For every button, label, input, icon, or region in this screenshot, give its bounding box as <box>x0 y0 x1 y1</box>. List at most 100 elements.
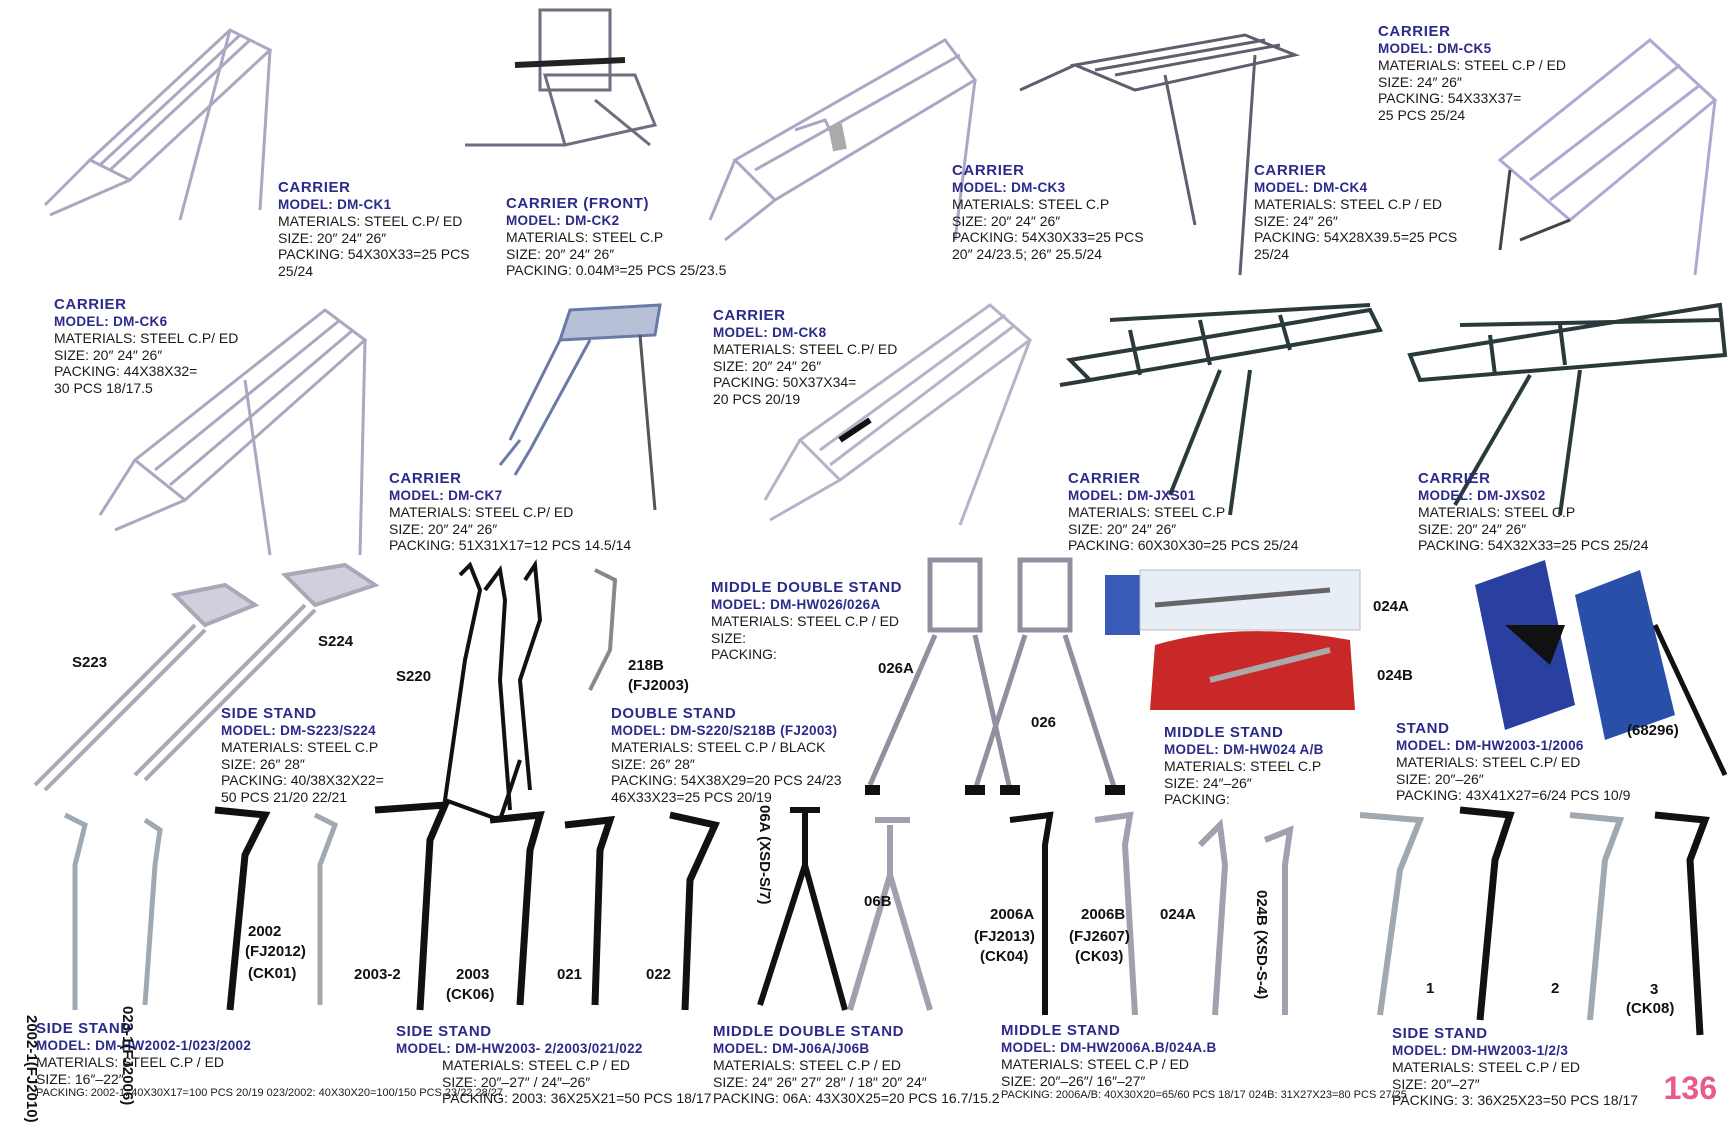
spec-line: MATERIALS: STEEL C.P / ED <box>1378 57 1567 73</box>
side-stand-hw2002-image <box>45 805 375 1020</box>
spec-line: 50 PCS 21/20 22/21 <box>221 788 348 805</box>
product-hw2003-2: SIDE STAND MODEL: DM-HW2003- 2/2003/021/… <box>396 1023 711 1107</box>
spec-line: SIZE: 20″ 24″ 26″ <box>713 357 822 374</box>
product-title: MIDDLE STAND <box>1164 724 1284 741</box>
label-2006b-fj: (FJ2607) <box>1069 928 1130 945</box>
spec-line: MATERIALS: STEEL C.P / BLACK <box>611 739 826 755</box>
product-jxs01: CARRIER MODEL: DM-JXS01 MATERIALS: STEEL… <box>1068 470 1299 554</box>
product-hw2003-1: STAND MODEL: DM-HW2003-1/2006 MATERIALS:… <box>1396 720 1631 804</box>
spec-line: SIZE: 20″ 24″ 26″ <box>952 212 1061 229</box>
product-model: MODEL: DM-HW2003-1/2006 <box>1396 737 1584 753</box>
product-title: MIDDLE STAND <box>1001 1022 1121 1039</box>
label-024b: 024B (XSD-S-4) <box>1253 890 1270 1000</box>
product-j06: MIDDLE DOUBLE STAND MODEL: DM-J06A/J06B … <box>713 1023 1000 1107</box>
product-model: MODEL: DM-HW2006A.B/024A.B <box>1001 1039 1217 1055</box>
label-024a: 024A <box>1160 906 1196 923</box>
product-hw026: MIDDLE DOUBLE STAND MODEL: DM-HW026/026A… <box>711 579 903 663</box>
product-model: MODEL: DM-HW2003-1/2/3 <box>1392 1042 1569 1058</box>
spec-line: SIZE: 20″ 24″ 26″ <box>389 520 498 537</box>
label-68296: (68296) <box>1627 722 1679 739</box>
page-number: 136 <box>1663 1070 1717 1106</box>
product-model: MODEL: DM-HW2002-1/023/2002 <box>36 1037 252 1053</box>
spec-line: MATERIALS: STEEL C.P / ED <box>442 1057 631 1073</box>
carrier-ck1-image <box>30 10 320 230</box>
label-2002: 2002 <box>248 923 282 940</box>
product-title: MIDDLE DOUBLE STAND <box>713 1023 905 1040</box>
product-model: MODEL: DM-JXS02 <box>1418 487 1546 503</box>
label-2006b: 2006B <box>1081 906 1126 923</box>
spec-line: 25/24 <box>1254 245 1290 262</box>
spec-line: PACKING: 60X30X30=25 PCS 25/24 <box>1068 537 1299 553</box>
spec-line: SIZE: 24″ 26″ <box>1378 73 1462 90</box>
spec-line: MATERIALS: STEEL C.P/ ED <box>1396 754 1581 770</box>
spec-line: PACKING: 40/38X32X22= <box>221 772 384 788</box>
spec-line: PACKING: 43X41X27=6/24 PCS 10/9 <box>1396 787 1631 803</box>
spec-line: 20″ 24/23.5; 26″ 25.5/24 <box>952 245 1103 262</box>
product-title: CARRIER <box>278 179 351 196</box>
product-title: SIDE STAND <box>1392 1025 1488 1042</box>
spec-line: PACKING: 50X37X34= <box>713 374 857 390</box>
label-2002-ck: (CK01) <box>248 965 297 982</box>
label-2002-fj: (FJ2012) <box>245 943 306 960</box>
product-jxs02: CARRIER MODEL: DM-JXS02 MATERIALS: STEEL… <box>1418 470 1649 554</box>
spec-line: MATERIALS: STEEL C.P <box>1068 504 1226 520</box>
spec-line: SIZE: 24″ 26″ <box>1254 212 1338 229</box>
product-hw2003-123: SIDE STAND MODEL: DM-HW2003-1/2/3 MATERI… <box>1392 1025 1638 1109</box>
product-title: CARRIER <box>1418 470 1491 487</box>
product-model: MODEL: DM-S220/S218B (FJ2003) <box>611 722 838 738</box>
label-2006a: 2006A <box>990 906 1035 923</box>
label-3-ck: (CK08) <box>1626 1000 1675 1017</box>
spec-line: SIZE: <box>711 629 747 646</box>
product-title: STAND <box>1396 720 1450 737</box>
label-2002-1: 2002-1(FJ2010) <box>23 1015 40 1123</box>
carrier-ck4-image <box>1015 15 1301 285</box>
spec-line: MATERIALS: STEEL C.P <box>506 229 664 245</box>
spec-line: SIZE: 24″–26″ <box>1164 774 1252 791</box>
label-2: 2 <box>1551 980 1560 997</box>
label-2003-ck: (CK06) <box>446 986 495 1003</box>
product-title: SIDE STAND <box>36 1020 132 1037</box>
spec-line: PACKING: <box>711 646 777 662</box>
carrier-ck8-image <box>760 290 1040 530</box>
spec-line-small: PACKING: 2002-1: 40X30X17=100 PCS 20/19 … <box>36 1087 504 1099</box>
spec-line: MATERIALS: STEEL C.P / ED <box>713 1057 902 1073</box>
product-model: MODEL: DM-CK2 <box>506 212 620 228</box>
middle-double-stand-j06-image <box>750 805 933 1020</box>
spec-line: SIZE: 20″ 24″ 26″ <box>278 229 387 246</box>
spec-line: MATERIALS: STEEL C.P <box>221 739 379 755</box>
product-title: SIDE STAND <box>221 705 317 722</box>
spec-line: SIZE: 20″–27″ / 24″–26″ <box>442 1073 591 1090</box>
spec-line: SIZE: 20″ 24″ 26″ <box>1418 520 1527 537</box>
spec-line: MATERIALS: STEEL C.P / ED <box>36 1054 225 1070</box>
product-s223: SIDE STAND MODEL: DM-S223/S224 MATERIALS… <box>221 705 384 805</box>
product-ck6: CARRIER MODEL: DM-CK6 MATERIALS: STEEL C… <box>54 296 238 396</box>
product-title: CARRIER <box>1068 470 1141 487</box>
spec-line: MATERIALS: STEEL C.P <box>1164 758 1322 774</box>
label-06b: 06B <box>864 893 892 910</box>
spec-line: MATERIALS: STEEL C.P / ED <box>1392 1059 1581 1075</box>
product-title: CARRIER <box>952 162 1025 179</box>
double-stand-s220-image <box>440 559 625 825</box>
product-model: MODEL: DM-CK6 <box>54 313 168 329</box>
spec-line: SIZE: 20″ 24″ 26″ <box>506 245 615 262</box>
product-ck8: CARRIER MODEL: DM-CK8 MATERIALS: STEEL C… <box>713 307 897 407</box>
spec-line: SIZE: 24″ 26″ 27″ 28″ / 18″ 20″ 24″ <box>713 1073 927 1090</box>
product-title: CARRIER <box>54 296 127 313</box>
spec-line: SIZE: 16″–22″ <box>36 1070 124 1087</box>
carrier-ck7-image <box>490 290 680 515</box>
product-ck2: CARRIER (FRONT) MODEL: DM-CK2 MATERIALS:… <box>506 195 726 279</box>
spec-line: MATERIALS: STEEL C.P/ ED <box>278 213 463 229</box>
label-026: 026 <box>1031 714 1057 731</box>
product-ck4: CARRIER MODEL: DM-CK4 MATERIALS: STEEL C… <box>1254 162 1457 262</box>
product-model: MODEL: DM-CK4 <box>1254 179 1368 195</box>
product-title: MIDDLE DOUBLE STAND <box>711 579 903 596</box>
label-06a: 06A (XSD-S/7) <box>756 805 773 905</box>
label-2003-2: 2003-2 <box>354 966 401 983</box>
product-model: MODEL: DM-CK8 <box>713 324 827 340</box>
side-stand-hw2003-2-image <box>370 800 730 1020</box>
middle-double-stand-026-image <box>860 555 1130 805</box>
label-2006b-ck: (CK03) <box>1075 948 1124 965</box>
spec-line: SIZE: 20″–27″ <box>1392 1075 1480 1092</box>
stand-hw2003-1-image <box>1465 555 1730 780</box>
spec-line: MATERIALS: STEEL C.P <box>952 196 1110 212</box>
